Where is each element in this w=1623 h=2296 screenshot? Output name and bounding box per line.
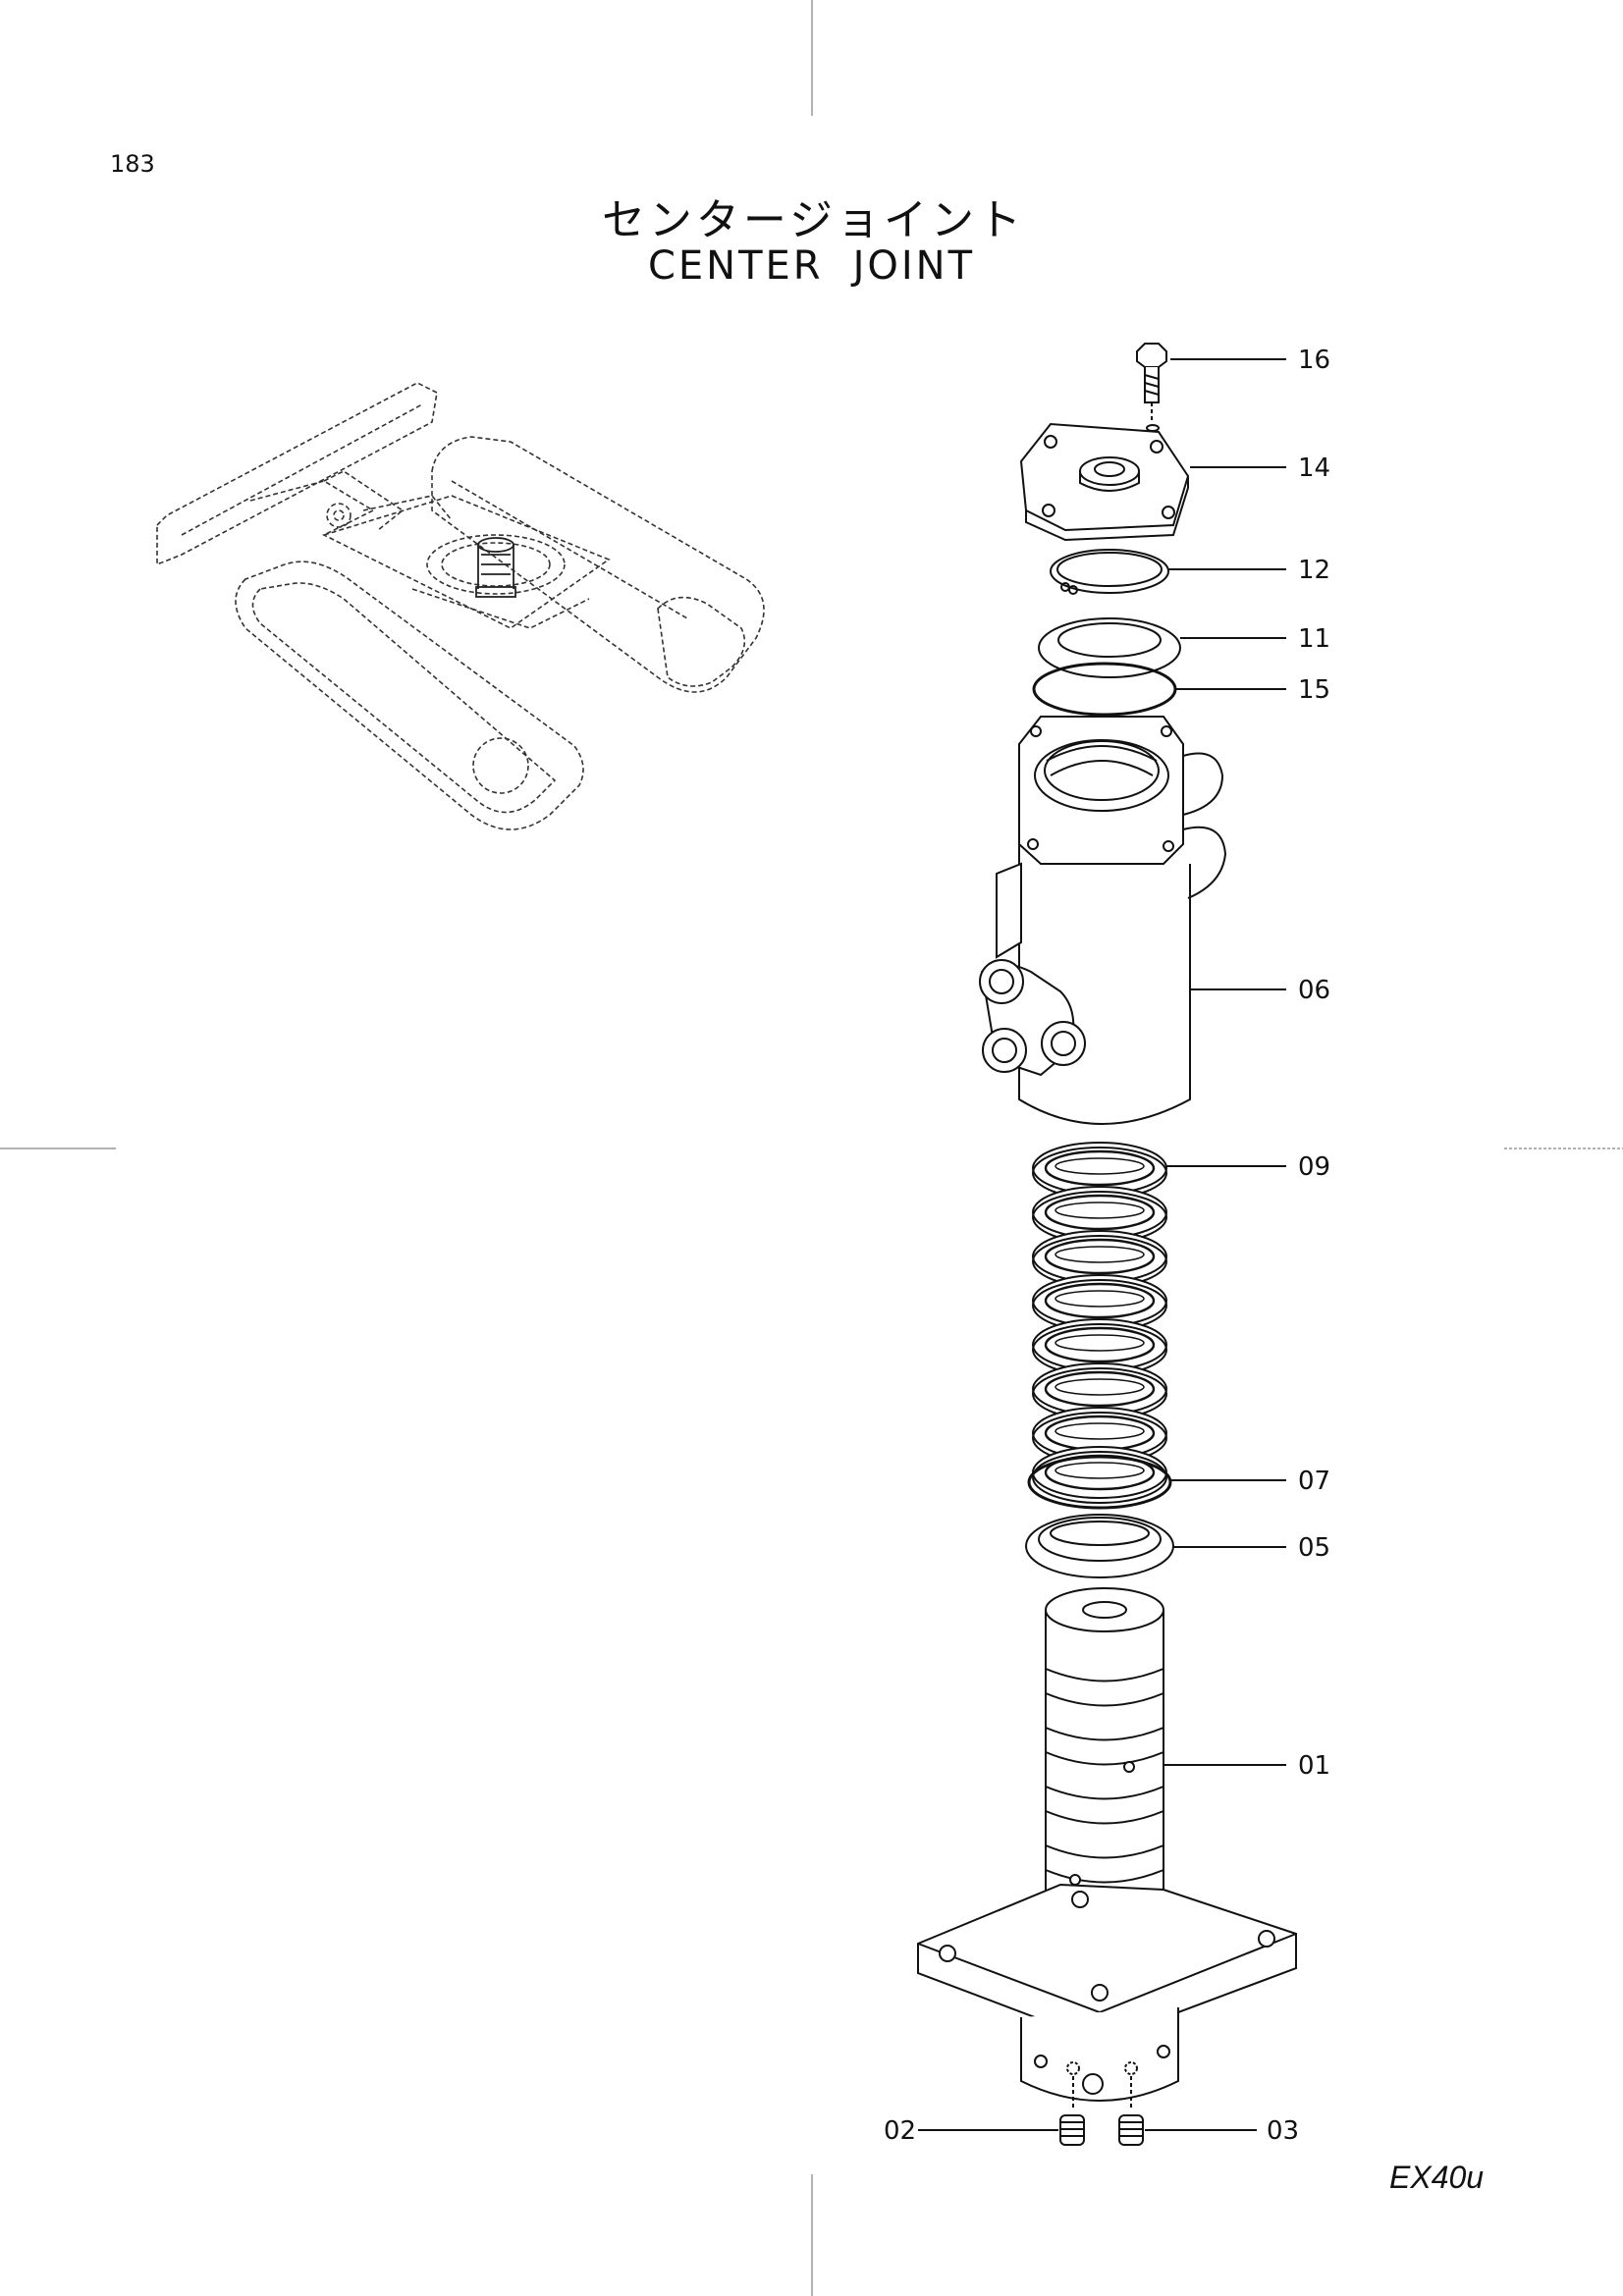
- part-06-body: [979, 716, 1227, 1125]
- callout-12: 12: [1298, 556, 1331, 585]
- callout-07: 07: [1298, 1467, 1331, 1496]
- part-01-shaft: [917, 1587, 1297, 2102]
- title-word-2: JOINT: [852, 243, 976, 289]
- part-03-plug: [1118, 2076, 1144, 2146]
- model-name: EX40u: [1389, 2160, 1485, 2195]
- callout-15: 15: [1298, 675, 1331, 705]
- part-11-washer: [1038, 617, 1181, 678]
- part-07-o-ring: [1027, 1455, 1172, 1510]
- part-09-seal-stack: [1031, 1141, 1168, 1505]
- callout-09: 09: [1298, 1152, 1331, 1182]
- callout-11: 11: [1298, 624, 1331, 654]
- callout-03: 03: [1267, 2116, 1300, 2146]
- callout-02: 02: [884, 2116, 917, 2146]
- page-number: 183: [110, 150, 155, 178]
- part-14-cover: [1019, 422, 1190, 542]
- part-12-snap-ring: [1050, 549, 1169, 595]
- title-word-1: CENTER: [647, 243, 824, 289]
- callout-01: 01: [1298, 1751, 1331, 1781]
- part-02-plug: [1059, 2076, 1085, 2146]
- right-track-outline: [431, 436, 765, 693]
- part-05-ring: [1025, 1514, 1174, 1578]
- leader-lines: [918, 358, 1286, 2131]
- callout-14: 14: [1298, 454, 1331, 483]
- part-16-bolt: [1136, 343, 1167, 432]
- callout-16: 16: [1298, 346, 1331, 375]
- page-title-english: CENTER JOINT: [0, 243, 1623, 289]
- page-title-japanese: センタージョイント: [601, 195, 1026, 245]
- callout-05: 05: [1298, 1533, 1331, 1563]
- blade-outline: [156, 382, 438, 566]
- callout-06: 06: [1298, 976, 1331, 1005]
